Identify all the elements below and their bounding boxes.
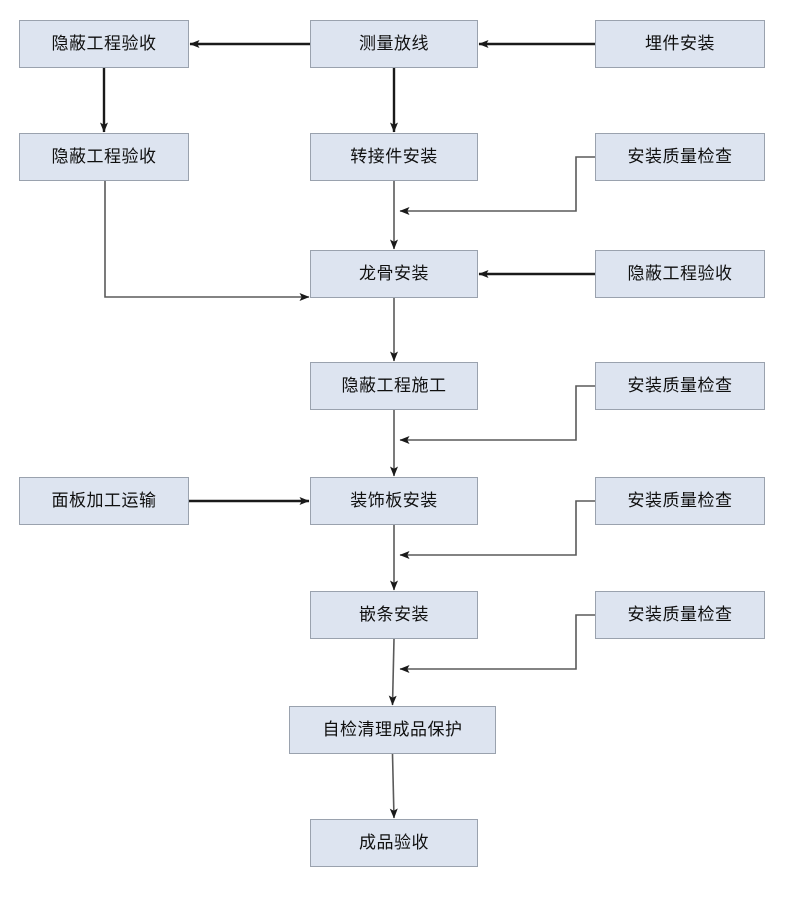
flow-node-n7[interactable]: 龙骨安装 xyxy=(310,250,478,298)
flow-node-label: 隐蔽工程施工 xyxy=(341,375,447,396)
flow-node-label: 龙骨安装 xyxy=(359,263,429,284)
flow-node-label: 隐蔽工程验收 xyxy=(627,263,733,284)
flow-node-label: 测量放线 xyxy=(359,33,429,54)
flow-node-label: 成品验收 xyxy=(359,832,429,853)
flow-edge-n4-to-n7 xyxy=(104,181,310,301)
flow-node-label: 安装质量检查 xyxy=(627,146,733,167)
flow-node-n15[interactable]: 安装质量检查 xyxy=(595,591,765,639)
flow-node-label: 埋件安装 xyxy=(645,33,715,54)
flow-node-label: 隐蔽工程验收 xyxy=(51,146,157,167)
flow-edge-n15-to-n14 xyxy=(399,614,595,673)
flow-node-n5[interactable]: 转接件安装 xyxy=(310,133,478,181)
flow-node-n9[interactable]: 隐蔽工程施工 xyxy=(310,362,478,410)
flow-node-n6[interactable]: 安装质量检查 xyxy=(595,133,765,181)
flow-node-n10[interactable]: 安装质量检查 xyxy=(595,362,765,410)
flow-node-label: 安装质量检查 xyxy=(627,490,733,511)
flow-edge-n10-to-n9 xyxy=(399,385,595,444)
flow-node-n14[interactable]: 嵌条安装 xyxy=(310,591,478,639)
flow-node-n12[interactable]: 装饰板安装 xyxy=(310,477,478,525)
flow-node-n17[interactable]: 成品验收 xyxy=(310,819,478,867)
flow-node-n11[interactable]: 面板加工运输 xyxy=(19,477,189,525)
flow-node-label: 安装质量检查 xyxy=(627,604,733,625)
flow-node-label: 转接件安装 xyxy=(350,146,438,167)
flow-edge-n14-to-n16 xyxy=(388,638,397,706)
flow-node-label: 嵌条安装 xyxy=(359,604,429,625)
flow-node-label: 自检清理成品保护 xyxy=(322,719,463,740)
flow-edge-n6-to-n5 xyxy=(399,156,595,215)
flow-node-n16[interactable]: 自检清理成品保护 xyxy=(289,706,496,754)
flow-node-label: 面板加工运输 xyxy=(51,490,157,511)
flow-node-n3[interactable]: 埋件安装 xyxy=(595,20,765,68)
flow-node-n4[interactable]: 隐蔽工程验收 xyxy=(19,133,189,181)
flow-node-label: 安装质量检查 xyxy=(627,375,733,396)
flow-node-n1[interactable]: 隐蔽工程验收 xyxy=(19,20,189,68)
flow-node-n8[interactable]: 隐蔽工程验收 xyxy=(595,250,765,298)
flow-node-label: 装饰板安装 xyxy=(350,490,438,511)
flow-node-label: 隐蔽工程验收 xyxy=(51,33,157,54)
flow-node-n2[interactable]: 测量放线 xyxy=(310,20,478,68)
flow-node-n13[interactable]: 安装质量检查 xyxy=(595,477,765,525)
flow-edge-n16-to-n17 xyxy=(389,753,398,819)
flow-edge-n13-to-n12 xyxy=(399,500,595,559)
